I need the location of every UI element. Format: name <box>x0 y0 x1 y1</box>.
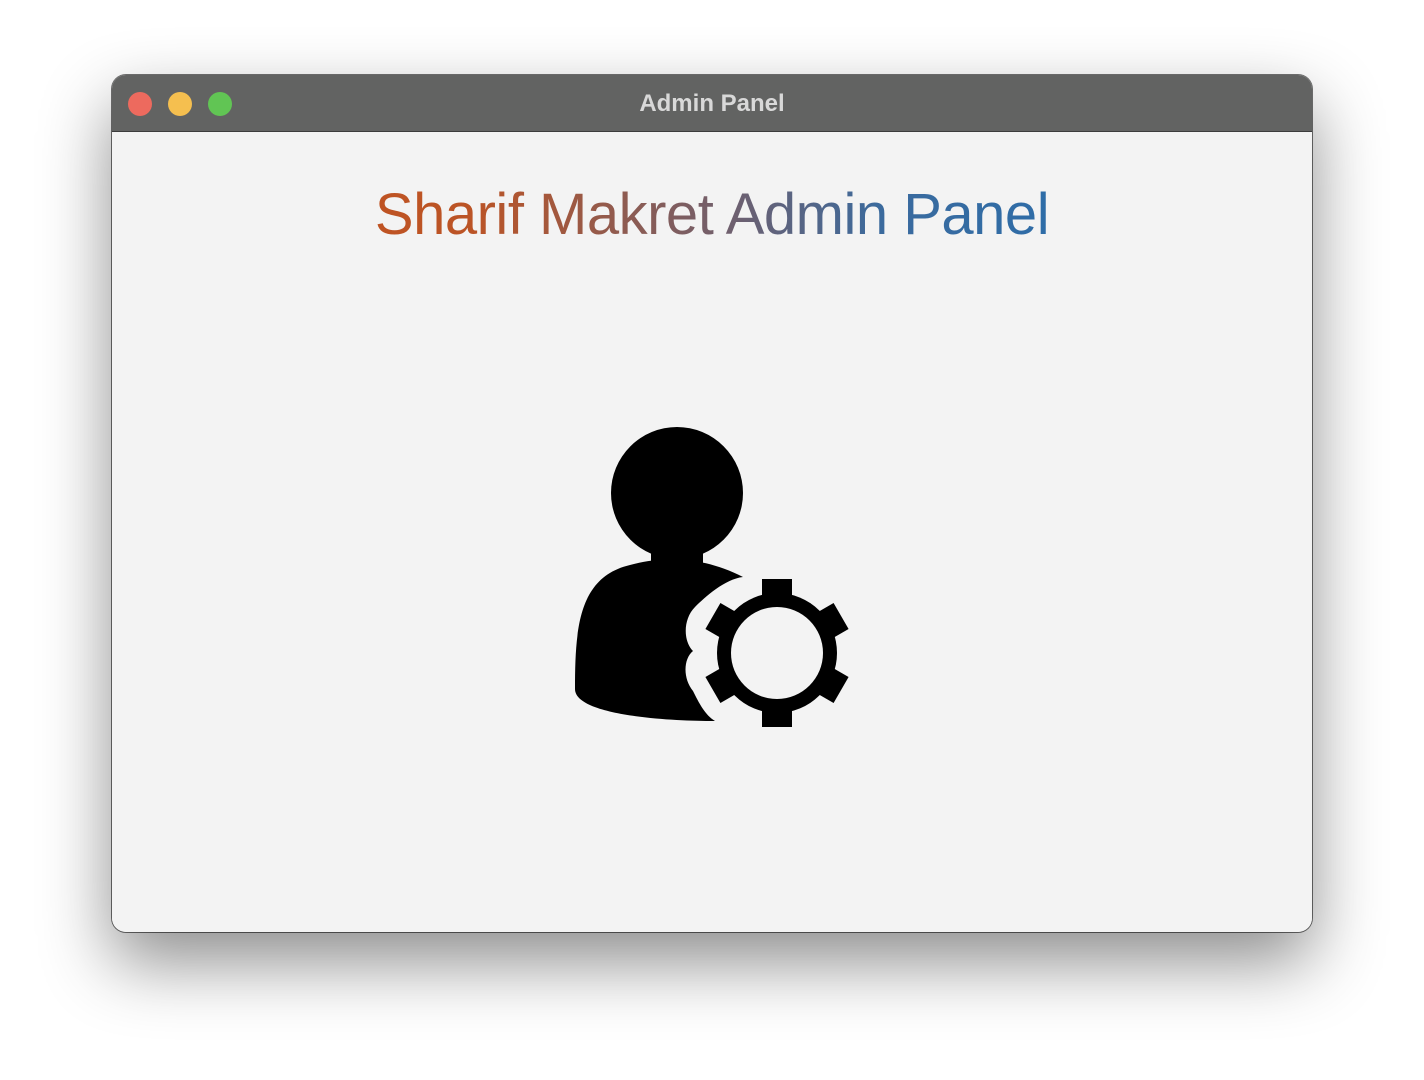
app-window: Admin Panel Sharif Makret Admin Panel <box>112 75 1312 932</box>
admin-user-gear-icon <box>575 427 849 727</box>
close-button[interactable] <box>128 92 152 116</box>
main-content: Sharif Makret Admin Panel <box>112 132 1312 932</box>
maximize-button[interactable] <box>208 92 232 116</box>
title-bar[interactable]: Admin Panel <box>112 75 1312 132</box>
window-title: Admin Panel <box>639 90 785 117</box>
minimize-button[interactable] <box>168 92 192 116</box>
page-title: Sharif Makret Admin Panel <box>112 180 1312 250</box>
